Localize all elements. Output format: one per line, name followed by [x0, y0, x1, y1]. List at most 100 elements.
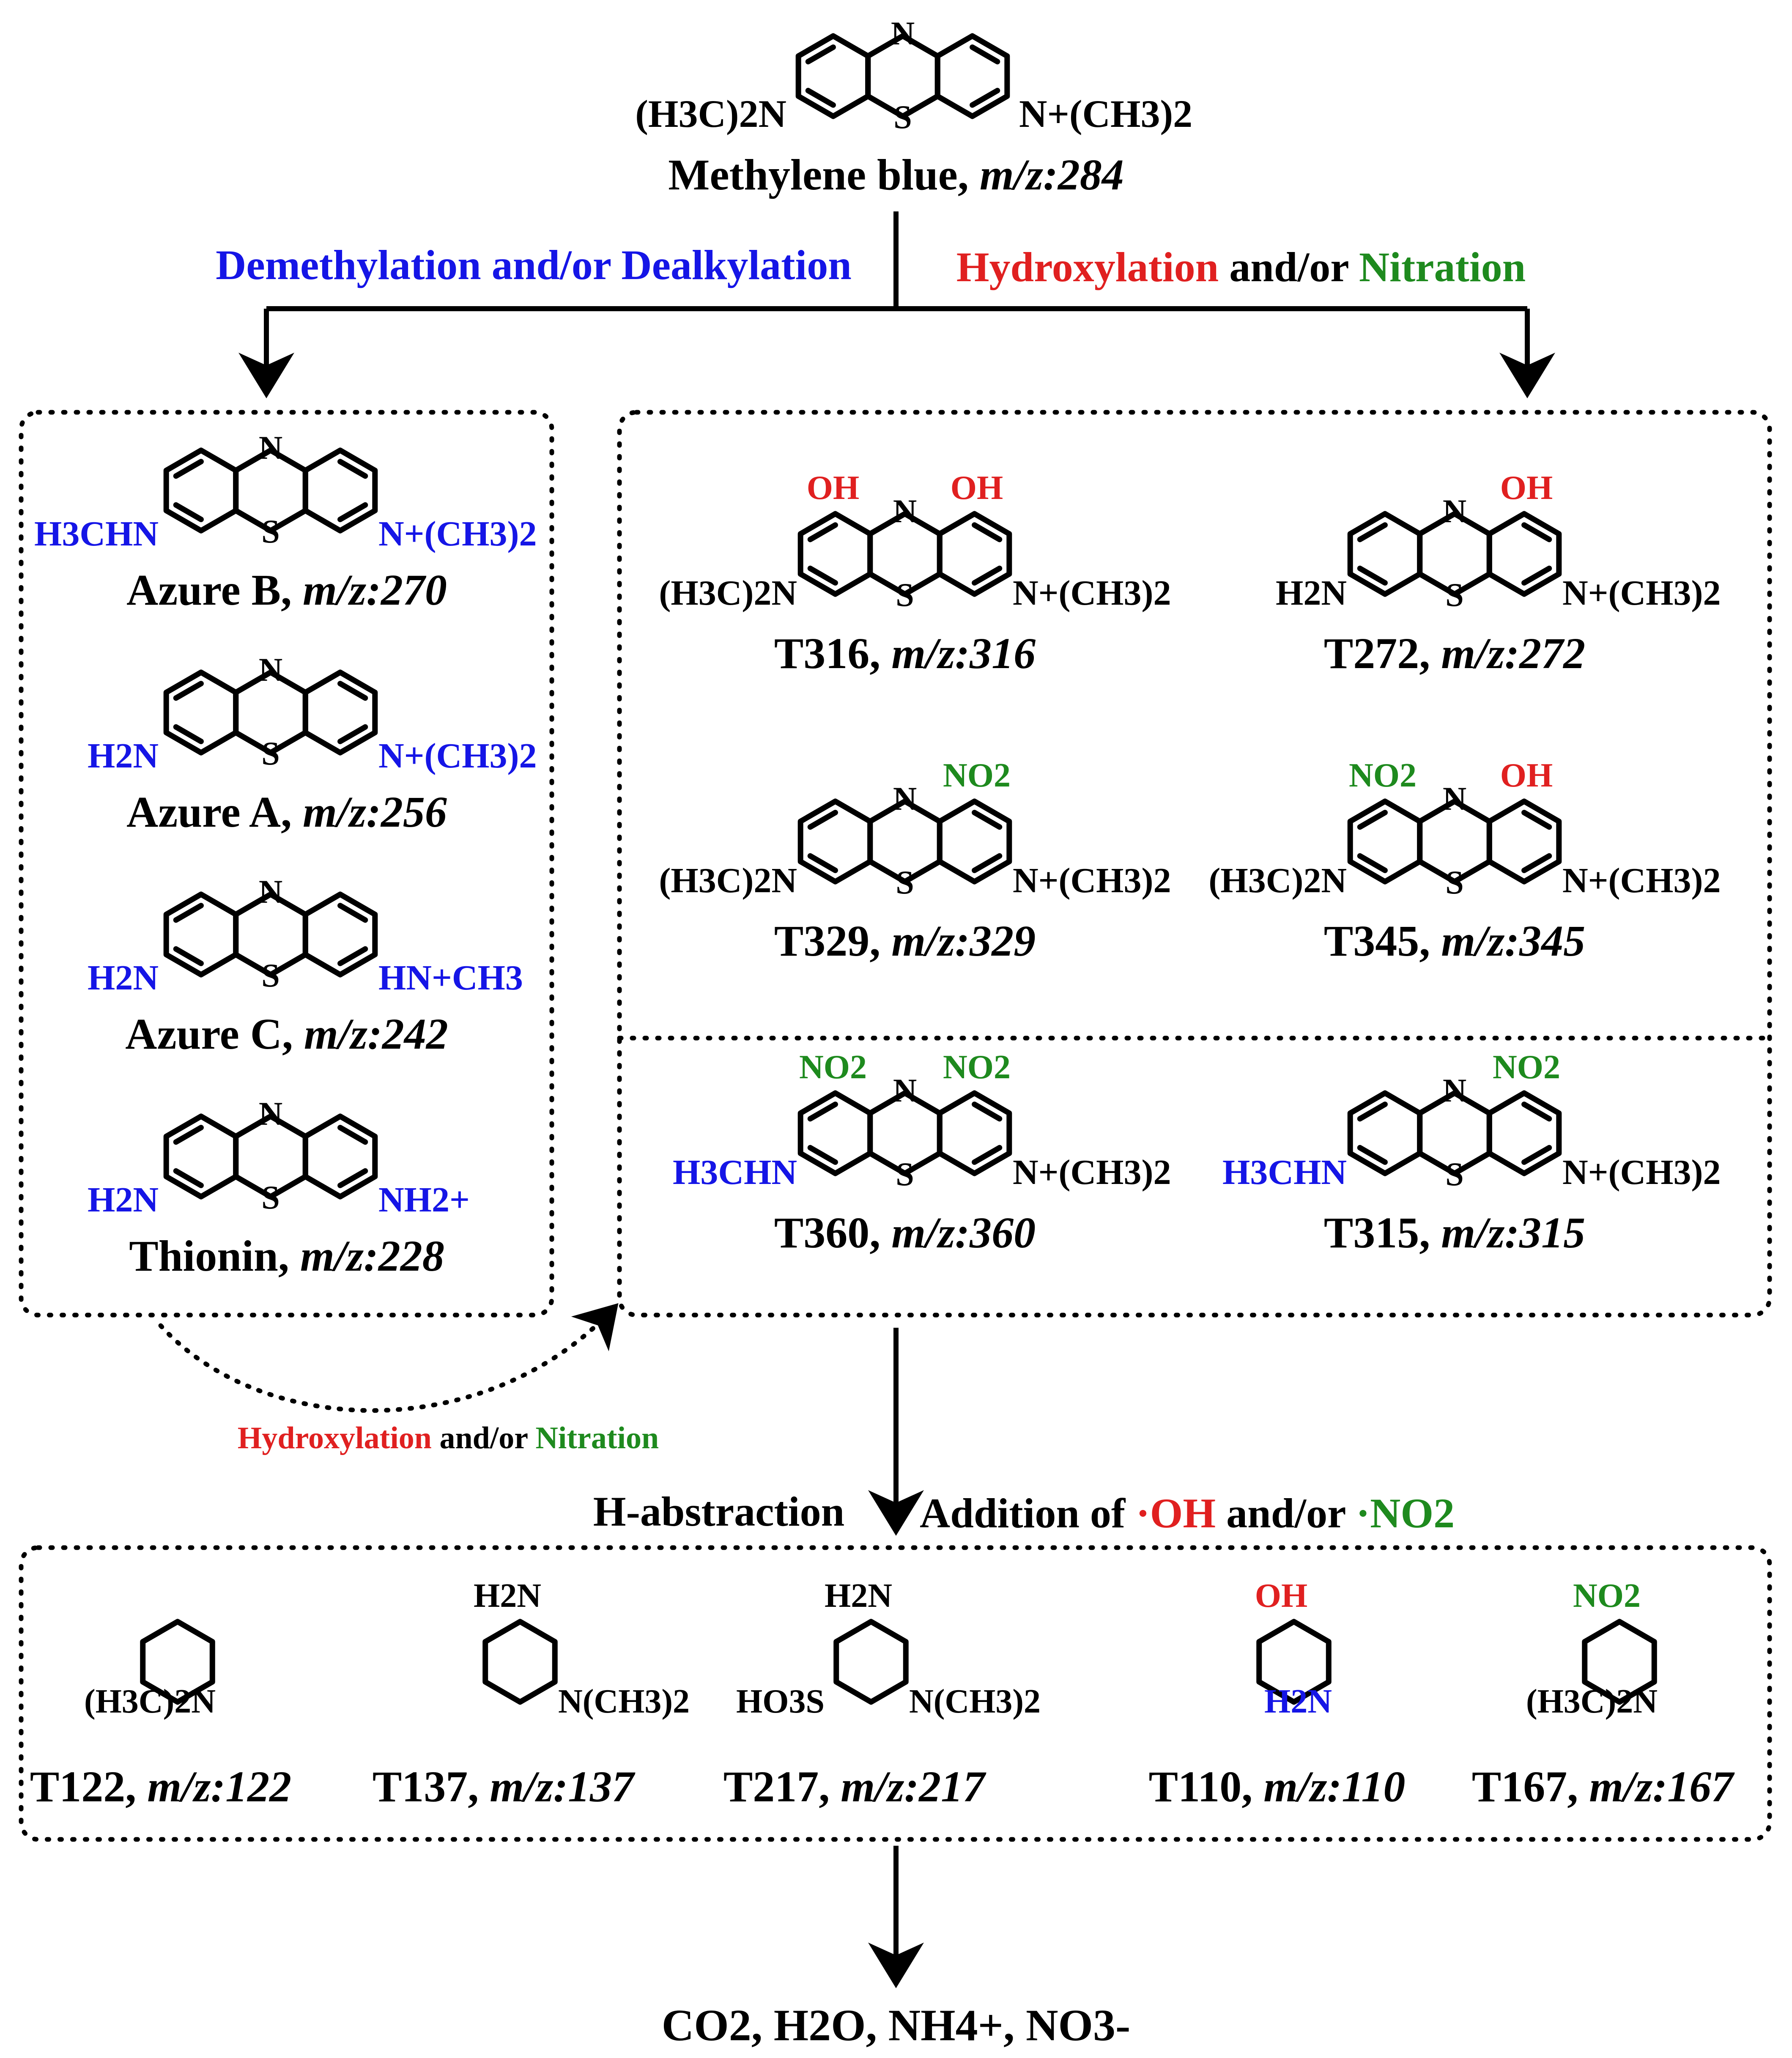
double-bond [173, 459, 204, 479]
t-substituent-1: NO2 [1349, 757, 1417, 794]
double-bond [970, 44, 1000, 65]
t-substituent-2: NO2 [1493, 1049, 1560, 1086]
double-bond [807, 522, 838, 543]
double-bond [173, 903, 204, 923]
t-left-group: H3CHN [673, 1153, 797, 1192]
ring-n-atom: N [891, 15, 915, 52]
double-bond [1521, 1145, 1552, 1165]
azure-label: Thionin, m/z:228 [129, 1232, 444, 1280]
ring-n-atom: N [259, 1095, 282, 1132]
double-bond [972, 810, 1003, 830]
small-top-group: H2N [474, 1577, 541, 1614]
t-substituent-2: OH [1500, 757, 1553, 794]
ring-s-atom: S [261, 735, 279, 772]
double-bond [173, 1168, 204, 1188]
azure-left-group: H2N [88, 958, 159, 997]
double-bond [807, 1102, 838, 1122]
double-bond [805, 88, 836, 108]
t-label: T329, m/z:329 [774, 917, 1036, 965]
t-right-group: N+(CH3)2 [1013, 1153, 1171, 1192]
small-label: T110, m/z:110 [1149, 1762, 1406, 1811]
t-label: T315, m/z:315 [1324, 1208, 1585, 1257]
t-ring: NS [797, 493, 1012, 613]
ring-n-atom: N [893, 493, 917, 529]
azure-ring: NS [163, 1095, 378, 1216]
azure-ring: NS [163, 651, 378, 772]
ring-2 [937, 798, 1012, 885]
benzene-ring [1256, 1619, 1332, 1705]
small-label: T217, m/z:217 [723, 1762, 986, 1811]
double-bond [337, 459, 368, 479]
double-bond [1521, 522, 1552, 543]
ring-n-atom: N [1443, 780, 1466, 817]
azure-right-group: N+(CH3)2 [378, 736, 537, 776]
ring-s-atom: S [261, 957, 279, 994]
small-amine-group: H2N [1264, 1683, 1332, 1720]
azure-right-group: N+(CH3)2 [378, 514, 537, 554]
ring-s-atom: S [1445, 1156, 1463, 1192]
double-bond [173, 724, 204, 744]
double-bond [173, 681, 204, 701]
double-bond [807, 853, 838, 873]
double-bond [972, 853, 1003, 873]
addition-label: Addition of ·OH and/or ·NO2 [920, 1490, 1455, 1537]
azure-right-group: HN+CH3 [378, 958, 523, 997]
t-left-group: (H3C)2N [659, 861, 797, 900]
t-left-group: (H3C)2N [1208, 861, 1347, 900]
side-dotted-arrow [158, 1303, 619, 1413]
double-bond [807, 1145, 838, 1165]
azure-left-group: H3CHN [34, 514, 159, 554]
double-bond [972, 1145, 1003, 1165]
benzene-ring [140, 1619, 215, 1705]
t-label: T345, m/z:345 [1324, 917, 1585, 965]
final-products: CO2, H2O, NH4+, NO3- [662, 2000, 1131, 2050]
double-bond [337, 502, 368, 522]
small-amine-group: (H3C)2N [84, 1683, 216, 1720]
t-ring: NS [1347, 1072, 1562, 1192]
double-bond [1521, 565, 1552, 586]
ring-n-atom: N [1443, 1072, 1466, 1109]
ring-s-atom: S [261, 1179, 279, 1216]
t-left-group: H2N [1276, 573, 1347, 613]
small-products-box [19, 1545, 1772, 1842]
ring-2 [937, 511, 1012, 597]
ring-n-atom: N [1443, 493, 1466, 529]
small-label: T167, m/z:167 [1472, 1762, 1735, 1811]
ring-2 [1486, 798, 1562, 885]
double-bond [1357, 565, 1388, 586]
double-bond [1357, 853, 1388, 873]
double-bond [805, 44, 836, 65]
t-ring: NS [797, 780, 1012, 901]
double-bond [1521, 810, 1552, 830]
double-bond [1521, 1102, 1552, 1122]
double-bond [173, 502, 204, 522]
benzene-ring [1582, 1619, 1657, 1705]
ring-2 [934, 33, 1010, 119]
t-substituent-2: OH [951, 469, 1003, 507]
t-products-box [617, 410, 1772, 1318]
double-bond [1357, 810, 1388, 830]
small-label: T137, m/z:137 [373, 1762, 636, 1811]
small-amine-group: (H3C)2N [1526, 1683, 1658, 1720]
double-bond [807, 565, 838, 586]
t-right-group: N+(CH3)2 [1013, 573, 1171, 613]
ring-n-atom: N [259, 651, 282, 688]
azure-left-group: H2N [88, 736, 159, 776]
t-substituent-2: NO2 [943, 757, 1011, 794]
double-bond [337, 946, 368, 966]
ring-n-atom: N [893, 780, 917, 817]
small-top-group: NO2 [1573, 1577, 1641, 1614]
double-bond [1357, 1145, 1388, 1165]
ring-s-atom: S [896, 1156, 914, 1192]
